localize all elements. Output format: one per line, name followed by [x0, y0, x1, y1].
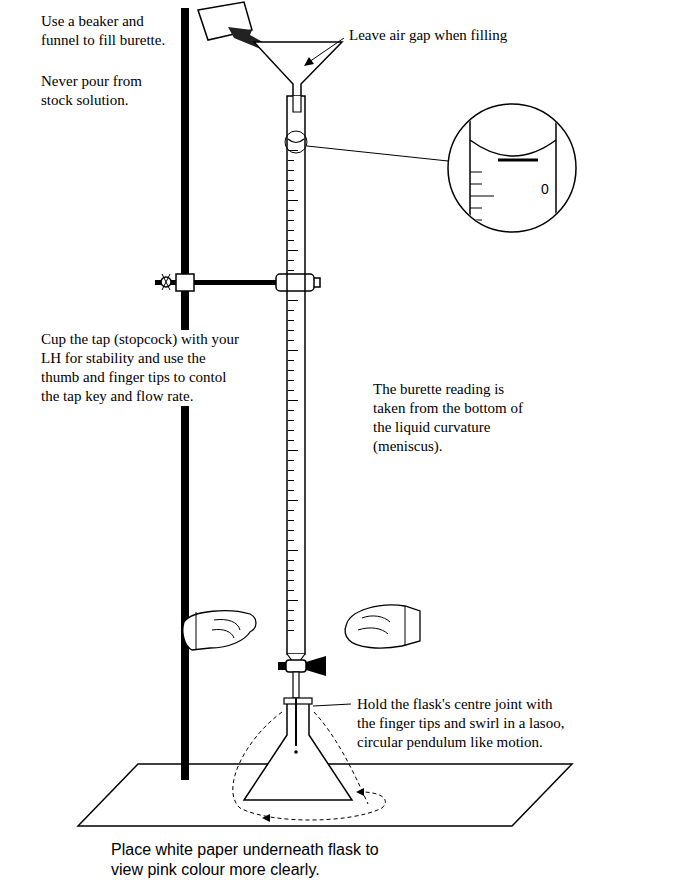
graduation-major-ticks: [288, 150, 298, 640]
magnified-view: [448, 104, 576, 232]
scale-ticks: [470, 172, 494, 220]
scale-number: 0: [540, 181, 550, 199]
burette-tube: [287, 96, 305, 654]
swirl-arrowhead: [356, 788, 364, 796]
caption-note: Place white paper underneath flask to vi…: [110, 840, 384, 881]
funnel-stem: [293, 96, 301, 112]
stopcock-knob: [278, 662, 286, 670]
instruction-note: Hold the flask's centre joint with the f…: [356, 695, 571, 752]
drop: [294, 750, 298, 754]
swirl-arrowhead: [262, 814, 270, 822]
reading-line: [498, 159, 538, 162]
highlight-circle: [285, 131, 307, 153]
instruction-note: Cup the tap (stopcock) with your LH for …: [40, 330, 242, 406]
clamp-jaws: [287, 274, 320, 291]
stopcock: [286, 660, 306, 672]
meniscus: [288, 139, 304, 143]
right-hand: [345, 605, 420, 648]
air-gap-leader: [309, 38, 344, 62]
flask-leader: [313, 704, 351, 706]
tube-wall: [555, 100, 557, 240]
graduation-ticks: [288, 150, 294, 640]
flask-rim: [284, 698, 312, 704]
instruction-note: Use a beaker and funnel to fill burette.: [40, 12, 177, 50]
wing-screw: [162, 274, 170, 290]
hand-detail: [358, 606, 405, 646]
magnify-leader: [307, 146, 448, 161]
left-hand: [183, 611, 256, 650]
hand-detail: [196, 612, 240, 650]
arrowhead: [304, 57, 314, 66]
clamp-boss: [176, 274, 194, 291]
warning-note: Never pour from stock solution.: [40, 72, 154, 110]
burette-tip: [293, 672, 299, 698]
tip-in-flask: [295, 698, 297, 746]
clamp-jaws: [276, 274, 314, 291]
stopcock-handle: [306, 656, 326, 676]
magnified-burette: [470, 100, 556, 240]
clamp-rod: [155, 280, 277, 285]
tube-wall: [469, 100, 471, 240]
magnified-meniscus: [470, 140, 556, 156]
funnel: [254, 42, 342, 112]
instruction-note: The burette reading is taken from the bo…: [372, 380, 534, 456]
callout-label: Leave air gap when filling: [348, 26, 508, 45]
conical-flask: [244, 702, 352, 800]
